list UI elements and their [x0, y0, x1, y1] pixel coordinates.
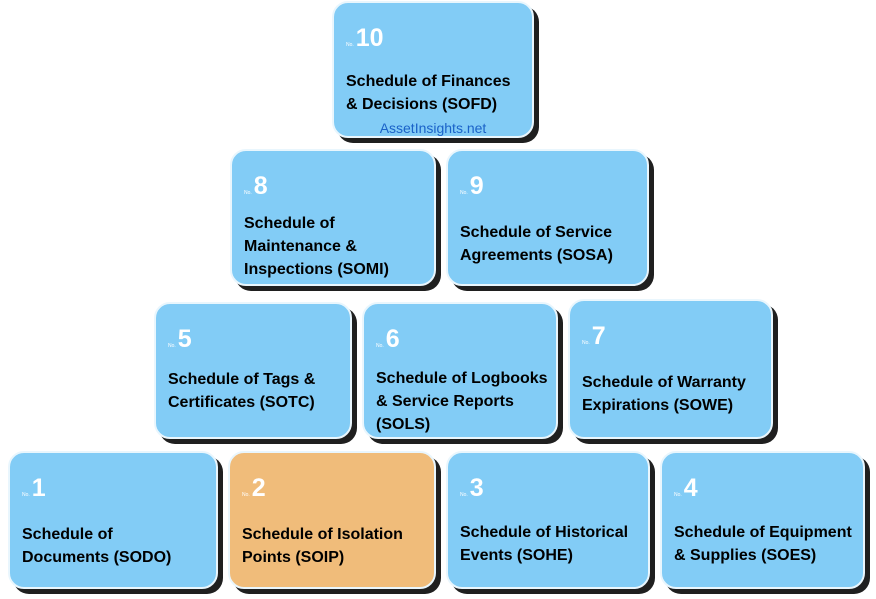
box-number: No. 3: [460, 471, 484, 501]
box-title: Schedule of Service Agreements (SOSA): [460, 224, 613, 264]
number-label: 8: [253, 172, 268, 200]
box-title: Schedule of Tags & Certificates (SOTC): [168, 371, 316, 411]
box-title: Schedule of Finances & Decisions (SOFD): [346, 73, 511, 113]
box-6: No. 6 Schedule of Logbooks & Service Rep…: [362, 302, 558, 439]
number-prefix: No.: [460, 190, 468, 196]
box-number: No. 8: [244, 169, 268, 199]
watermark: AssetInsights.net: [379, 120, 487, 136]
number-label: 5: [177, 325, 192, 353]
number-label: 9: [469, 172, 484, 200]
box-9: No. 9 Schedule of Service Agreements (SO…: [446, 149, 649, 286]
number-prefix: No.: [242, 492, 250, 498]
box-number: No. 1: [22, 471, 46, 501]
box-number: No. 9: [460, 169, 484, 199]
box-10: No. 10 Schedule of Finances & Decisions …: [332, 1, 534, 138]
box-8: No. 8 Schedule of Maintenance & Inspecti…: [230, 149, 436, 286]
box-title: Schedule of Isolation Points (SOIP): [242, 526, 403, 566]
number-label: 1: [31, 474, 46, 502]
number-prefix: No.: [460, 492, 468, 498]
box-4: No. 4 Schedule of Equipment & Supplies (…: [660, 451, 865, 589]
number-label: 3: [469, 474, 484, 502]
box-title: Schedule of Equipment & Supplies (SOES): [674, 524, 852, 564]
number-prefix: No.: [582, 340, 590, 346]
box-7: No. 7 Schedule of Warranty Expirations (…: [568, 299, 773, 439]
box-title: Schedule of Maintenance & Inspections (S…: [244, 215, 389, 278]
box-title: Schedule of Historical Events (SOHE): [460, 524, 629, 564]
box-title: Schedule of Documents (SODO): [22, 526, 172, 566]
box-number: No. 10: [346, 21, 384, 51]
box-number: No. 4: [674, 471, 698, 501]
number-prefix: No.: [22, 492, 30, 498]
number-label: 7: [591, 322, 606, 350]
number-prefix: No.: [376, 343, 384, 349]
box-1: No. 1 Schedule of Documents (SODO): [8, 451, 218, 589]
number-prefix: No.: [674, 492, 682, 498]
number-prefix: No.: [168, 343, 176, 349]
number-prefix: No.: [346, 42, 354, 48]
box-number: No. 6: [376, 322, 400, 352]
box-number: No. 7: [582, 319, 606, 349]
box-title: Schedule of Warranty Expirations (SOWE): [582, 374, 746, 414]
number-prefix: No.: [244, 190, 252, 196]
box-3: No. 3 Schedule of Historical Events (SOH…: [446, 451, 650, 589]
box-5: No. 5 Schedule of Tags & Certificates (S…: [154, 302, 352, 439]
box-2: No. 2 Schedule of Isolation Points (SOIP…: [228, 451, 436, 589]
box-number: No. 2: [242, 471, 266, 501]
box-title: Schedule of Logbooks & Service Reports (…: [376, 370, 548, 433]
number-label: 6: [385, 325, 400, 353]
number-label: 2: [251, 474, 266, 502]
box-number: No. 5: [168, 322, 192, 352]
number-label: 10: [355, 24, 384, 52]
number-label: 4: [683, 474, 698, 502]
